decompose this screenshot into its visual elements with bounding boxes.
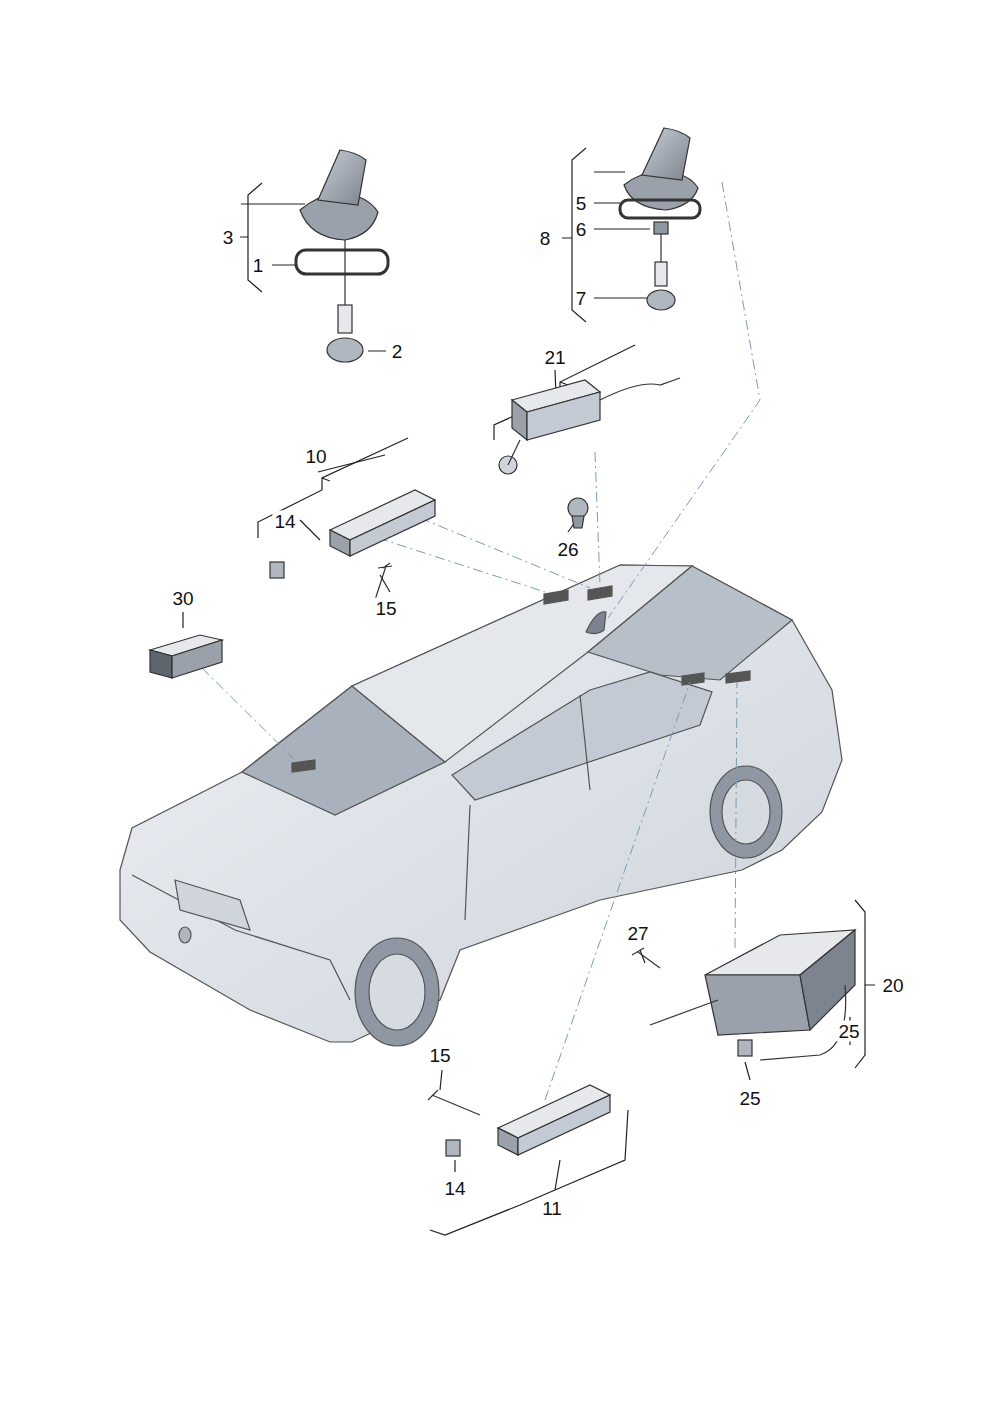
callout-number: 15 bbox=[427, 1045, 452, 1066]
callout-number: 21 bbox=[542, 347, 567, 368]
callout-number: 11 bbox=[540, 1198, 564, 1219]
callout-number: 20 bbox=[880, 975, 905, 996]
callout-number: 5 bbox=[574, 193, 589, 214]
callout-number: 2 bbox=[390, 341, 405, 362]
callout-number: 30 bbox=[170, 588, 195, 609]
callout-number: 6 bbox=[574, 219, 589, 240]
callout-number: 8 bbox=[538, 228, 553, 249]
callout-number: 25 bbox=[737, 1088, 762, 1109]
callout-number: 26 bbox=[555, 539, 580, 560]
callout-number: 25 bbox=[836, 1021, 861, 1042]
callout-number: 1 bbox=[251, 255, 266, 276]
callout-number: 7 bbox=[574, 288, 589, 309]
callout-number: 27 bbox=[625, 923, 650, 944]
callout-number: 15 bbox=[373, 598, 398, 619]
callout-number: 14 bbox=[272, 511, 297, 532]
callout-number: 10 bbox=[303, 446, 328, 467]
callout-number: 14 bbox=[442, 1178, 467, 1199]
callout-number: 3 bbox=[221, 227, 236, 248]
